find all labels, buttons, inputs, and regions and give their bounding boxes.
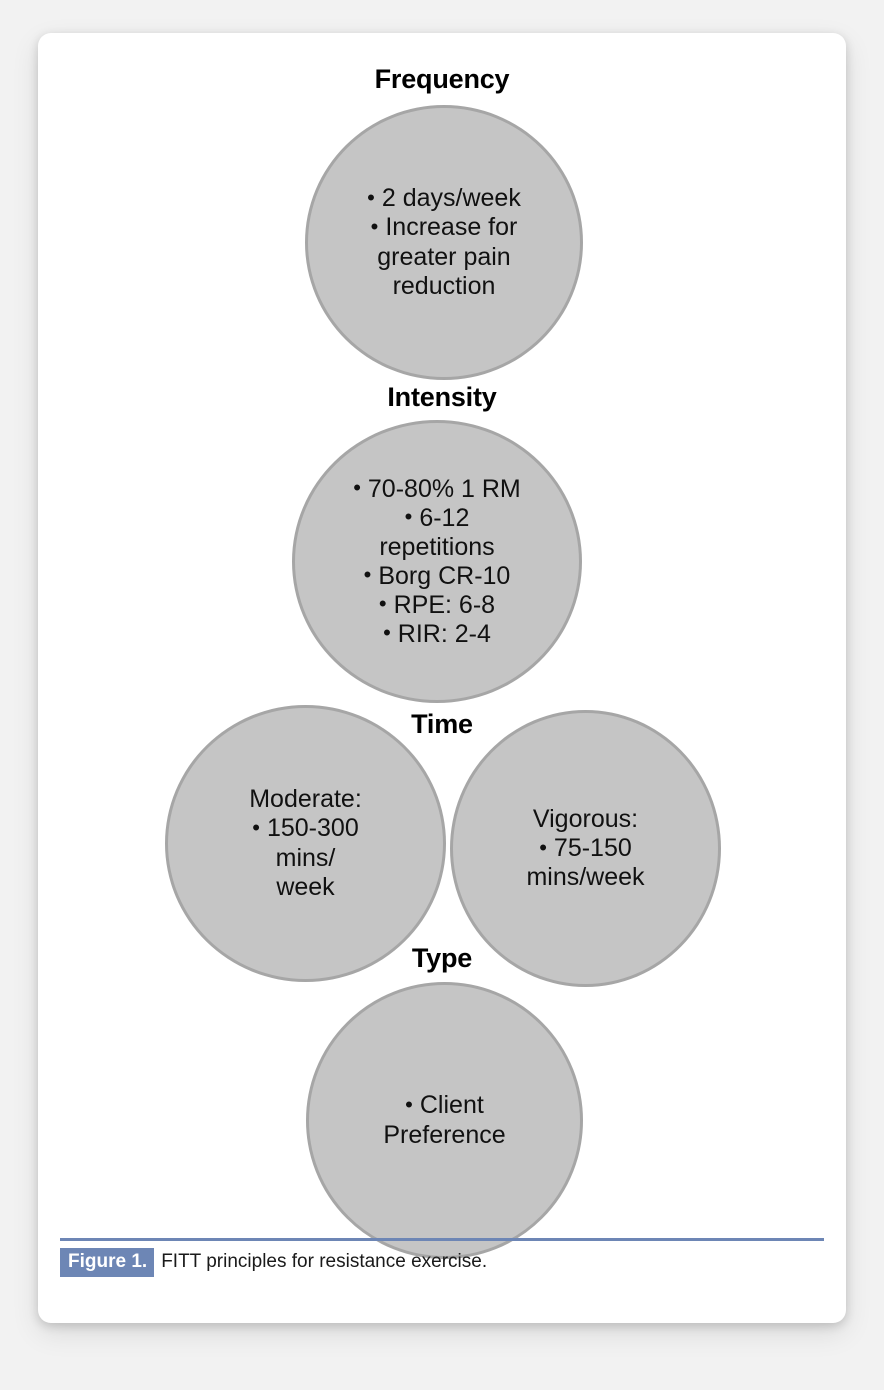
bullet-icon: • [252, 814, 260, 840]
caption-figure-number: Figure 1. [60, 1248, 155, 1277]
list-item: •6-12 [315, 504, 559, 533]
list-item-continuation: mins/ [202, 844, 408, 873]
circle-frequency-content: •2 days/week •Increase for greater pain … [327, 184, 561, 301]
list-item-label: 2 days/week [381, 184, 521, 212]
list-item-label: Increase for [385, 213, 518, 242]
figure-caption: Figure 1. FITT principles for resistance… [60, 1238, 824, 1277]
list-item: •75-150 [480, 834, 692, 863]
bullet-icon: • [404, 504, 413, 530]
list-item-label: reduction [392, 271, 496, 300]
circle-time-moderate: Moderate: •150-300 mins/ week [165, 705, 446, 982]
caption-description: FITT principles for resistance exercise. [161, 1251, 488, 1272]
list-item-label: repetitions [379, 532, 495, 561]
list-item: •Borg CR-10 [315, 562, 559, 591]
list-item-continuation: greater pain [327, 243, 561, 272]
circle-frequency-list: •2 days/week •Increase for greater pain … [327, 184, 561, 301]
circle-time-vigorous-list: •75-150 mins/week [480, 834, 692, 893]
list-item-continuation: mins/week [480, 863, 692, 892]
circle-intensity-list: •70-80% 1 RM •6-12 repetitions •Borg CR-… [315, 475, 559, 649]
circle-intensity: •70-80% 1 RM •6-12 repetitions •Borg CR-… [292, 420, 582, 703]
list-item-label: Client [419, 1091, 484, 1120]
list-item-label: RPE: 6-8 [393, 590, 496, 619]
circle-frequency: •2 days/week •Increase for greater pain … [305, 105, 583, 380]
list-item: •150-300 [202, 814, 408, 843]
list-item-continuation: reduction [327, 272, 561, 301]
list-item: •RIR: 2-4 [315, 620, 559, 649]
bullet-icon: • [353, 475, 361, 501]
list-item: •Increase for [327, 213, 561, 242]
list-item-label: week [276, 872, 335, 901]
bullet-icon: • [378, 591, 387, 617]
bullet-icon: • [370, 213, 379, 239]
circle-time-moderate-list: •150-300 mins/ week [202, 814, 408, 902]
section-heading-intensity: Intensity [387, 382, 497, 412]
list-item-continuation: Preference [328, 1121, 561, 1150]
list-item-continuation: week [202, 873, 408, 902]
list-item-label: mins/week [526, 863, 645, 892]
figure-diagram: Frequency •2 days/week •Increase for gre… [38, 33, 846, 1323]
bullet-icon: • [363, 562, 372, 588]
bullet-icon: • [383, 620, 391, 646]
list-item: •70-80% 1 RM [315, 475, 559, 504]
list-item-label: RIR: 2-4 [397, 619, 491, 648]
section-heading-type: Type [411, 943, 473, 973]
circle-time-vigorous-content: Vigorous: •75-150 mins/week [480, 805, 692, 893]
list-item-label: Borg CR-10 [378, 561, 511, 590]
figure-card: Frequency •2 days/week •Increase for gre… [38, 33, 846, 1323]
list-item: •RPE: 6-8 [315, 591, 559, 620]
circle-intensity-content: •70-80% 1 RM •6-12 repetitions •Borg CR-… [315, 475, 559, 649]
list-item-label: Preference [383, 1120, 506, 1149]
circle-time-vigorous: Vigorous: •75-150 mins/week [450, 710, 721, 987]
list-item-continuation: repetitions [315, 533, 559, 562]
section-heading-time: Time [411, 709, 473, 739]
list-item-label: 6-12 [419, 503, 470, 532]
bullet-icon: • [405, 1091, 413, 1117]
caption-line: Figure 1. FITT principles for resistance… [60, 1248, 824, 1277]
list-item-label: 70-80% 1 RM [367, 474, 521, 503]
list-item-label: 150-300 [266, 814, 359, 843]
circle-subtitle: Vigorous: [532, 804, 639, 833]
circle-subtitle: Moderate: [249, 785, 362, 813]
caption-divider [60, 1238, 824, 1241]
bullet-icon: • [367, 184, 375, 210]
section-heading-frequency: Frequency [374, 64, 510, 94]
circle-type: •Client Preference [306, 982, 583, 1259]
circle-time-moderate-content: Moderate: •150-300 mins/ week [202, 785, 408, 902]
list-item-label: mins/ [275, 843, 336, 872]
list-item-label: greater pain [377, 242, 511, 271]
circle-type-content: •Client Preference [328, 1091, 561, 1150]
list-item: •Client [328, 1091, 561, 1120]
list-item-label: 75-150 [553, 833, 632, 862]
bullet-icon: • [539, 834, 547, 860]
list-item: •2 days/week [327, 184, 561, 213]
circle-type-list: •Client Preference [328, 1091, 561, 1150]
